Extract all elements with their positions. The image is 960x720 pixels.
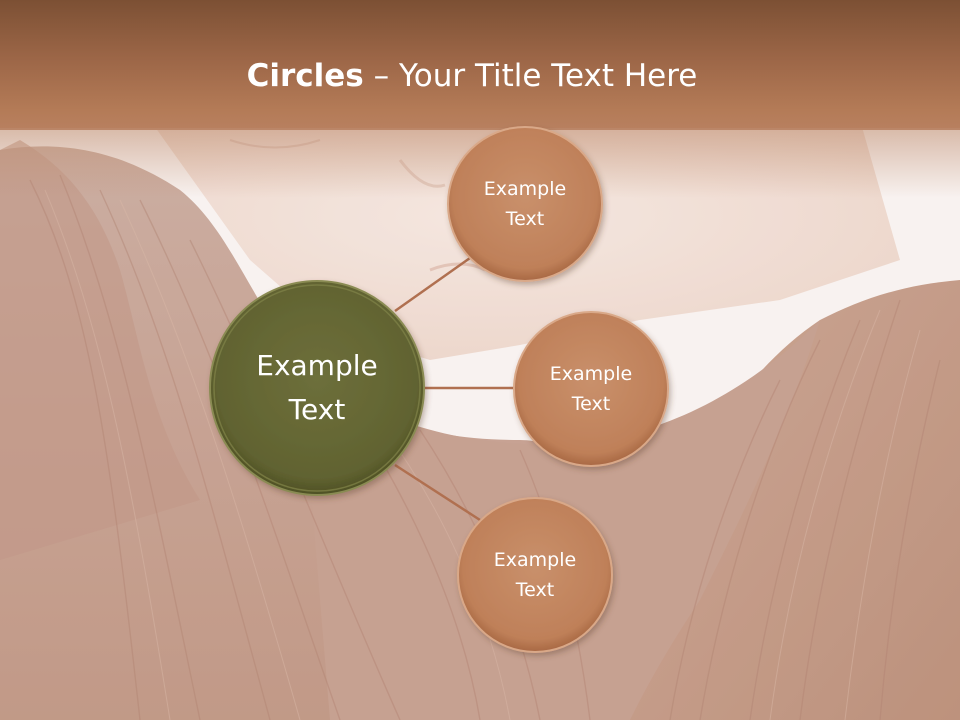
satellite-2-line-1: Example	[549, 363, 633, 385]
satellite-2-line-2: Text	[571, 393, 611, 415]
satellite-3-line-1: Example	[493, 549, 577, 571]
satellite-label-3: Example Text	[458, 498, 612, 652]
title-bar	[0, 0, 960, 130]
slide-title-bold: Circles	[246, 58, 364, 94]
satellite-circle-2[interactable]	[513, 311, 669, 467]
satellite-circle-3[interactable]	[457, 497, 613, 653]
satellite-label-1: Example Text	[448, 127, 602, 281]
center-label-line-2: Text	[288, 393, 346, 426]
satellite-1-line-2: Text	[505, 208, 545, 230]
satellite-circle-1[interactable]	[447, 126, 603, 282]
slide-title-rest: – Your Title Text Here	[363, 58, 698, 94]
satellite-1-line-1: Example	[483, 178, 567, 200]
slide-title[interactable]: Circles – Your Title Text Here	[0, 54, 944, 98]
satellite-3-line-2: Text	[515, 579, 555, 601]
center-circle-label: Example Text	[209, 281, 425, 495]
satellite-label-2: Example Text	[514, 312, 668, 466]
center-circle-highlight	[213, 284, 421, 492]
center-label-line-1: Example	[256, 349, 378, 382]
connector-line-1	[394, 256, 471, 313]
center-circle[interactable]	[209, 280, 425, 496]
connector-line-3	[394, 463, 481, 522]
